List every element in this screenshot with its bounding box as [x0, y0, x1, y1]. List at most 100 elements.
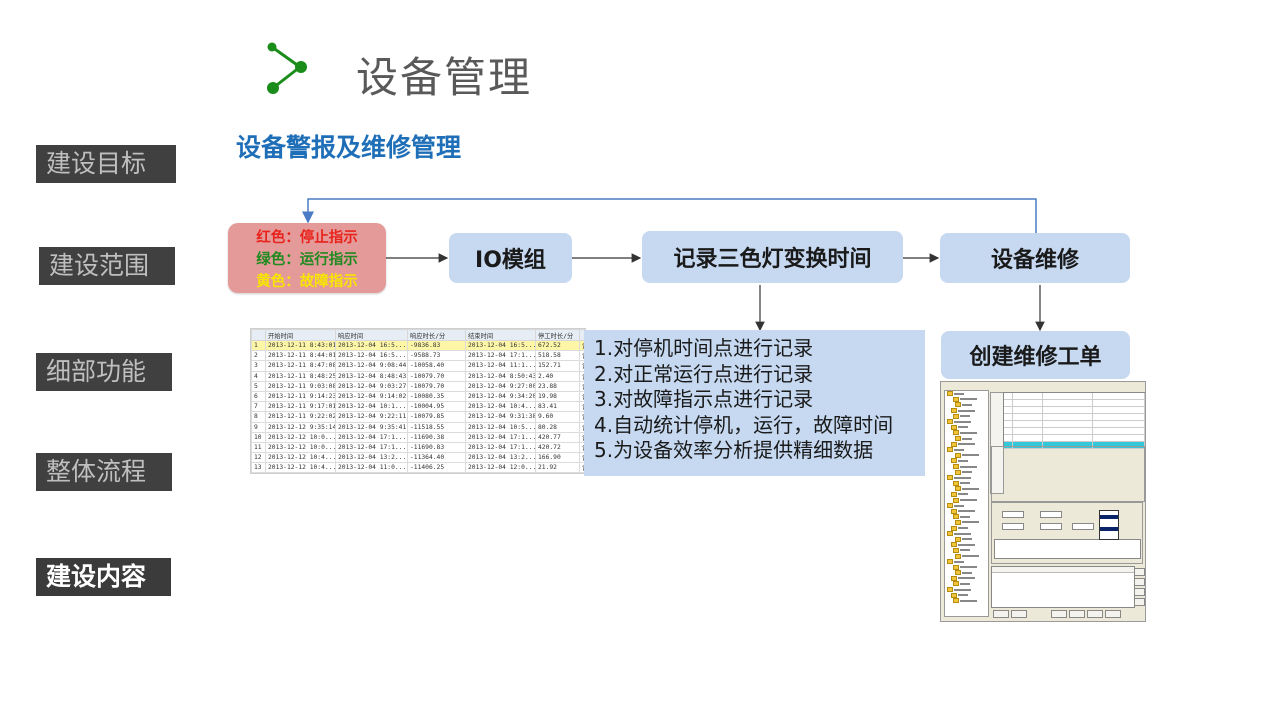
equipment-tree: [944, 390, 989, 617]
table-cell: 2013-12-04 13:2...: [335, 452, 408, 464]
table-header: [251, 329, 266, 341]
grid-cell: [1013, 400, 1043, 406]
table-cell: 158.77: [535, 472, 580, 473]
tree-item: [945, 447, 988, 453]
table-cell: 2013-12-04 16:5...: [335, 339, 408, 352]
grid-cell: [1043, 407, 1093, 413]
folder-icon: [953, 480, 959, 486]
table-cell: 2013-12-04 8:50:43: [465, 370, 536, 382]
sidebar-item-process[interactable]: 整体流程: [36, 453, 172, 491]
io-module-box: IO模组: [449, 233, 572, 283]
grid-cell: [1043, 393, 1093, 399]
tree-item-text: [962, 571, 972, 574]
table-cell: 2013-12-04 11:1...: [465, 360, 536, 372]
tree-item: [945, 553, 988, 559]
tree-item: [945, 408, 988, 414]
sidebar-item-scope[interactable]: 建设范围: [39, 247, 175, 285]
table-cell: 9: [251, 421, 266, 433]
maintenance-box: 设备维修: [940, 233, 1130, 283]
folder-icon: [951, 592, 957, 598]
grid-cell: [1004, 407, 1013, 413]
page-title: 设备管理: [356, 53, 533, 102]
table-cell: 13: [251, 462, 266, 473]
grid-cell: [1013, 414, 1043, 420]
table-cell: 2013-12-11 9:03:08: [265, 380, 336, 392]
table-cell: -10079.70: [407, 380, 466, 392]
table-header-row: 开始时间 响应时间 响应时长/分 结束时间 停工时长/分: [251, 329, 585, 341]
folder-icon: [951, 525, 957, 531]
app-button: [1134, 568, 1145, 576]
tree-item: [945, 441, 988, 447]
tree-item: [945, 475, 988, 481]
tree-item: [945, 458, 988, 464]
sidebar-item-functions[interactable]: 细部功能: [36, 353, 172, 391]
table-cell: 2013-12-04 9:31:38: [465, 411, 536, 423]
folder-icon: [947, 419, 953, 425]
tree-item: [945, 469, 988, 475]
dropdown-option-selected: [1100, 515, 1118, 519]
table-cell: 672.52: [535, 339, 580, 352]
tree-item-text: [960, 582, 970, 585]
table-cell: 166.90: [535, 452, 580, 464]
app-button: [1011, 610, 1027, 618]
table-cell: 2013-12-11 9:14:23: [265, 390, 336, 403]
grid-cell: [1013, 428, 1043, 434]
tree-item-text: [962, 487, 979, 490]
grid-cell: [1093, 435, 1145, 441]
detail-list: [991, 566, 1135, 608]
table-cell: 2013-12-04 10:1...: [335, 401, 408, 413]
light-status-box: 红色：停止指示 绿色：运行指示 黄色：故障指示: [228, 223, 386, 293]
description-line: 2.对正常运行点进行记录: [594, 361, 814, 386]
tree-item: [945, 413, 988, 419]
app-button: [1051, 610, 1067, 618]
grid-cell: [1013, 421, 1043, 427]
form-textarea: [994, 539, 1141, 559]
table-cell: 5: [251, 380, 266, 392]
table-cell: -9836.83: [407, 339, 466, 352]
tree-item-text: [954, 476, 971, 479]
tree-item-text: [960, 415, 970, 418]
grid-cell: [1093, 421, 1145, 427]
table-cell: 2013-12-12 10:4...: [265, 452, 336, 464]
app-button: [1134, 588, 1145, 596]
tree-item-text: [960, 599, 977, 602]
table-header: 开始时间: [265, 329, 336, 341]
folder-icon: [947, 559, 953, 565]
folder-icon: [953, 581, 959, 587]
table-cell: -11406.25: [407, 462, 466, 473]
table-cell: -10079.70: [407, 370, 466, 382]
grid-cell: [1043, 414, 1093, 420]
tree-item: [945, 396, 988, 403]
grid-cell: [1013, 407, 1043, 413]
sidebar-item-goals[interactable]: 建设目标: [36, 145, 176, 183]
tree-item-text: [958, 409, 975, 412]
grid-cell: [1093, 414, 1145, 420]
light-red-label: 红色：停止指示: [256, 229, 358, 246]
tree-item-text: [954, 392, 964, 395]
grid-cell: [1004, 421, 1013, 427]
tree-item: [945, 536, 988, 542]
table-cell: 8: [251, 411, 266, 423]
table-cell: 7: [251, 401, 266, 413]
table-cell: 2013-12-04 9:22:11: [335, 411, 408, 423]
app-button: [1134, 578, 1145, 586]
table-cell: 2013-12-11 8:43:01: [265, 339, 336, 352]
table-cell: 设: [579, 472, 585, 473]
folder-icon: [955, 402, 961, 408]
tree-item: [945, 592, 988, 598]
table-cell: -10058.40: [407, 360, 466, 372]
tree-item-text: [954, 504, 964, 507]
tree-item: [945, 587, 988, 593]
sidebar-item-content[interactable]: 建设内容: [36, 558, 171, 596]
description-line: 5.为设备效率分析提供精细数据: [594, 438, 874, 462]
tree-item: [945, 452, 988, 459]
table-cell: 2013-12-04 16:5...: [465, 339, 536, 352]
